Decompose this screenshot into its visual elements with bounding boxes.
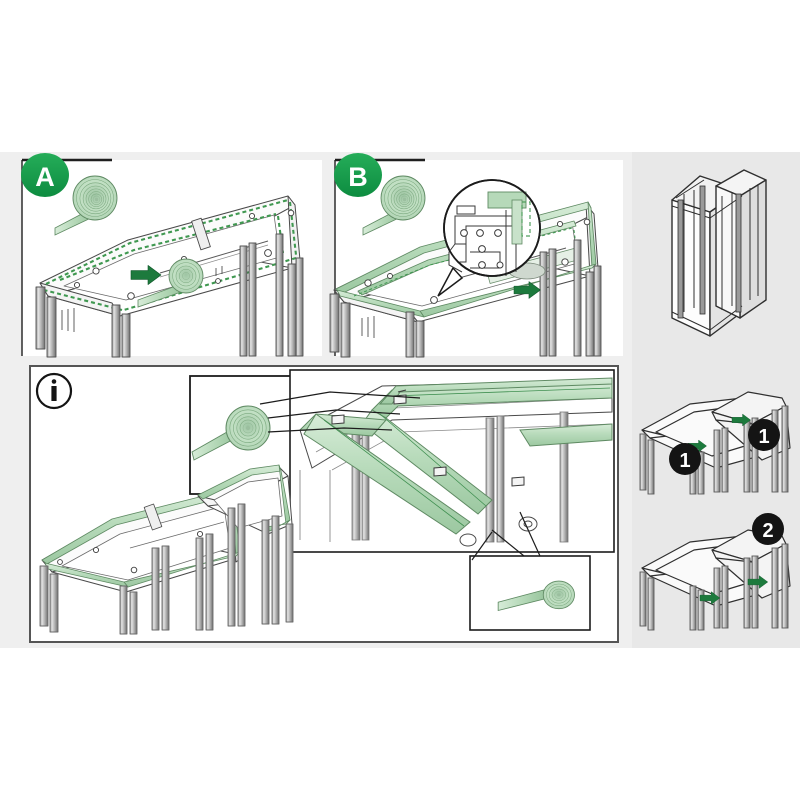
step-badge-b: B <box>334 153 382 197</box>
sidebar-step-overview <box>671 169 767 337</box>
detail-magnifier-callout-b <box>437 179 541 297</box>
info-badge: i <box>35 372 73 410</box>
gasket-clips <box>331 389 525 487</box>
step-badge-b-label: B <box>348 162 368 192</box>
step-badge-a: A <box>21 153 69 197</box>
sidebar-badge-2: 2 <box>752 513 784 545</box>
sidebar-badge-2-label: 2 <box>762 520 773 542</box>
step-badge-a-label: A <box>35 162 55 192</box>
sidebar-step-2: 2 <box>639 513 791 631</box>
sidebar-badge-1-right: 1 <box>748 419 780 451</box>
bracket-holes <box>460 229 504 269</box>
panel-info: i <box>29 365 619 643</box>
sidebar-badge-1-left: 1 <box>669 443 701 475</box>
sidebar-badge-1-left-label: 1 <box>679 450 690 472</box>
sidebar: 1 1 <box>632 152 800 648</box>
leader-lines-top <box>259 391 421 433</box>
two-joined-cabinet-frames <box>39 464 294 635</box>
tape-roll-detail-box <box>189 375 309 495</box>
leader-lines-bottom <box>471 511 541 561</box>
fastener-holes-b <box>364 218 591 304</box>
gasket-detail-dashed <box>521 201 531 237</box>
panel-a: A <box>21 153 322 358</box>
cabinet-frame-a <box>35 195 304 358</box>
sidebar-step-1: 1 1 <box>639 391 791 495</box>
tape-roll-applying-a <box>137 258 204 308</box>
corner-gasket-detail-view <box>289 369 615 553</box>
tape-end-detail-box <box>469 555 591 631</box>
panel-b: B <box>329 153 623 358</box>
sidebar-badge-1-right-label: 1 <box>758 426 769 448</box>
